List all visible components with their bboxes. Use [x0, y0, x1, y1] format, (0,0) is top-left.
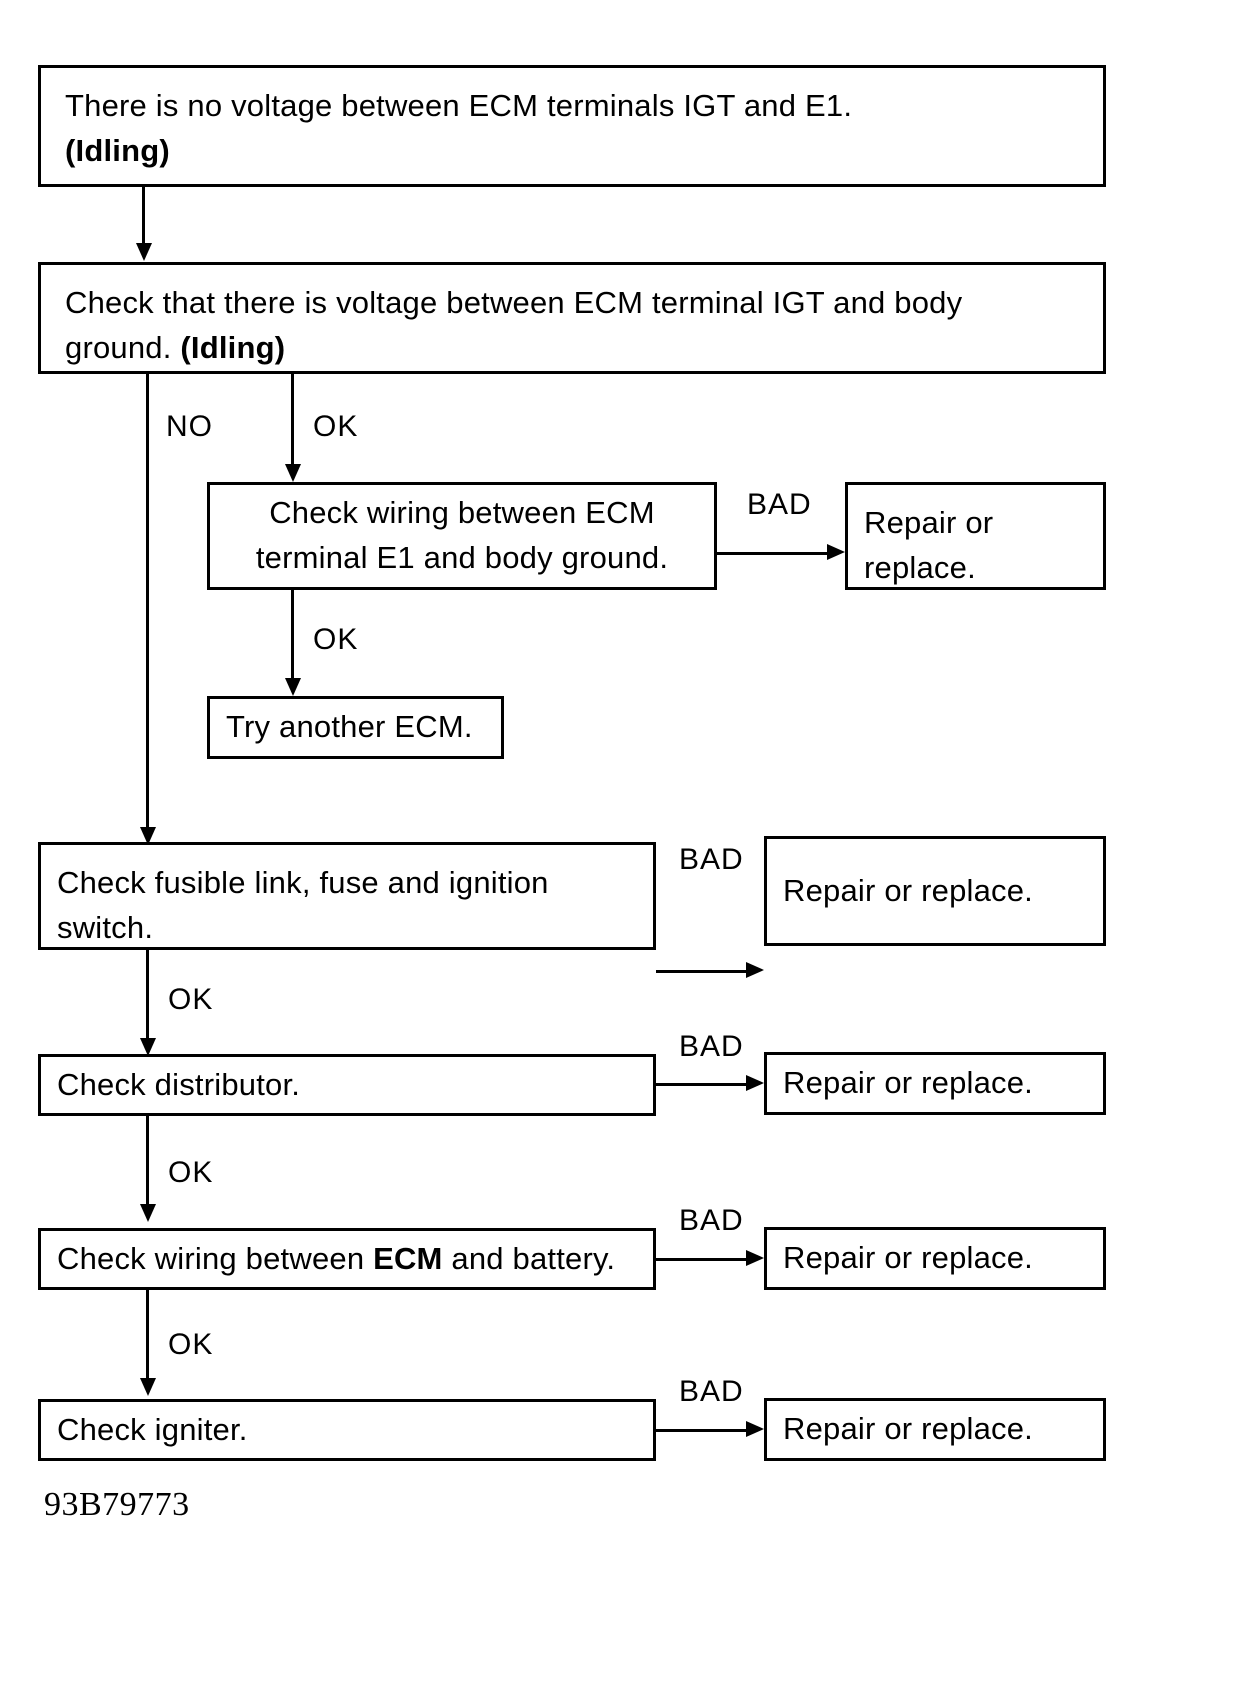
arrowhead-bad-2	[746, 962, 764, 978]
node-check-igt-body-ground-text: Check that there is voltage between ECM …	[41, 265, 986, 371]
node-check-fusible-link-line2: switch.	[57, 909, 154, 945]
edge-label-bad-5: BAD	[679, 1375, 744, 1408]
node-check-fusible-link-line1: Check fusible link, fuse and ignition	[57, 865, 549, 900]
node-check-igt-line1: Check that there is voltage between ECM …	[65, 285, 963, 320]
node-check-ecm-battery-pre: Check wiring between	[57, 1240, 374, 1276]
arrowhead-bad-5	[746, 1421, 764, 1437]
node-try-another-ecm: Try another ECM.	[207, 696, 504, 759]
edge-label-bad-1: BAD	[747, 488, 812, 521]
edge-label-ok-3: OK	[168, 983, 214, 1016]
node-repair-or-replace-2-text: Repair or replace.	[783, 872, 1033, 908]
node-repair-or-replace-1-line1: Repair or	[864, 505, 994, 540]
node-symptom-line1: There is no voltage between ECM terminal…	[65, 88, 853, 123]
node-check-ecm-battery-wiring-text: Check wiring between ECM and battery.	[41, 1237, 631, 1282]
connector-symptom-to-check-igt	[142, 187, 145, 249]
arrowhead-ok-1	[285, 464, 301, 482]
arrowhead-no-branch	[140, 827, 156, 845]
node-symptom-text: There is no voltage between ECM terminal…	[41, 68, 876, 174]
arrowhead-bad-3	[746, 1075, 764, 1091]
connector-bad-2	[656, 970, 749, 973]
connector-bad-3	[656, 1083, 749, 1086]
connector-bad-5	[656, 1429, 749, 1432]
node-check-ecm-battery-wiring: Check wiring between ECM and battery.	[38, 1228, 656, 1290]
node-repair-or-replace-4: Repair or replace.	[764, 1227, 1106, 1290]
node-check-e1-wiring-line1: Check wiring between ECM	[269, 495, 655, 531]
edge-label-ok-4: OK	[168, 1156, 214, 1189]
node-check-e1-wiring-line2: terminal E1 and body ground.	[255, 540, 669, 575]
node-check-igniter-text: Check igniter.	[57, 1411, 248, 1447]
node-repair-or-replace-2: Repair or replace.	[764, 836, 1106, 946]
connector-no-branch	[146, 374, 149, 834]
node-repair-or-replace-1: Repair or replace.	[845, 482, 1106, 590]
connector-ok-4	[146, 1116, 149, 1212]
edge-label-bad-2: BAD	[679, 843, 744, 876]
connector-ok-3	[146, 950, 149, 1046]
node-check-distributor: Check distributor.	[38, 1054, 656, 1116]
connector-bad-1	[717, 552, 830, 555]
arrowhead-ok-5	[140, 1378, 156, 1396]
node-repair-or-replace-5-text: Repair or replace.	[783, 1411, 1033, 1447]
node-repair-or-replace-1-line2: replace.	[864, 549, 976, 585]
connector-ok-5	[146, 1290, 149, 1386]
arrowhead-bad-4	[746, 1250, 764, 1266]
node-check-igt-body-ground: Check that there is voltage between ECM …	[38, 262, 1106, 374]
connector-ok-1	[291, 374, 294, 472]
node-repair-or-replace-1-text: Repair or replace.	[848, 485, 1009, 591]
edge-label-ok-1: OK	[313, 410, 359, 443]
node-check-fusible-link-text: Check fusible link, fuse and ignition swi…	[41, 845, 565, 951]
arrowhead-symptom-to-check-igt	[136, 243, 152, 261]
edge-label-ok-5: OK	[168, 1328, 214, 1361]
arrowhead-bad-1	[827, 544, 845, 560]
node-check-e1-wiring: Check wiring between ECM terminal E1 and …	[207, 482, 717, 590]
node-check-ecm-battery-strong: ECM	[373, 1240, 443, 1276]
node-check-ecm-battery-post: and battery.	[442, 1240, 616, 1276]
node-repair-or-replace-4-text: Repair or replace.	[783, 1240, 1033, 1276]
node-check-e1-wiring-text: Check wiring between ECM terminal E1 and …	[210, 491, 714, 581]
node-symptom-line2: (Idling)	[65, 132, 170, 168]
node-repair-or-replace-3: Repair or replace.	[764, 1052, 1106, 1115]
edge-label-ok-2: OK	[313, 623, 359, 656]
connector-bad-4	[656, 1258, 749, 1261]
edge-label-bad-3: BAD	[679, 1030, 744, 1063]
node-check-distributor-text: Check distributor.	[57, 1066, 301, 1102]
node-repair-or-replace-5: Repair or replace.	[764, 1398, 1106, 1461]
node-repair-or-replace-3-text: Repair or replace.	[783, 1065, 1033, 1101]
edge-label-no-1: NO	[166, 410, 213, 443]
node-symptom: There is no voltage between ECM terminal…	[38, 65, 1106, 187]
arrowhead-ok-4	[140, 1204, 156, 1222]
node-check-fusible-link: Check fusible link, fuse and ignition swi…	[38, 842, 656, 950]
arrowhead-ok-3	[140, 1038, 156, 1056]
edge-label-bad-4: BAD	[679, 1204, 744, 1237]
figure-caption: 93B79773	[44, 1486, 190, 1523]
connector-ok-2	[291, 590, 294, 686]
node-check-igt-line2b: (Idling)	[180, 329, 286, 365]
arrowhead-ok-2	[285, 678, 301, 696]
node-try-another-ecm-text: Try another ECM.	[226, 709, 473, 745]
node-check-igniter: Check igniter.	[38, 1399, 656, 1461]
node-check-igt-line2a: ground.	[65, 329, 181, 365]
